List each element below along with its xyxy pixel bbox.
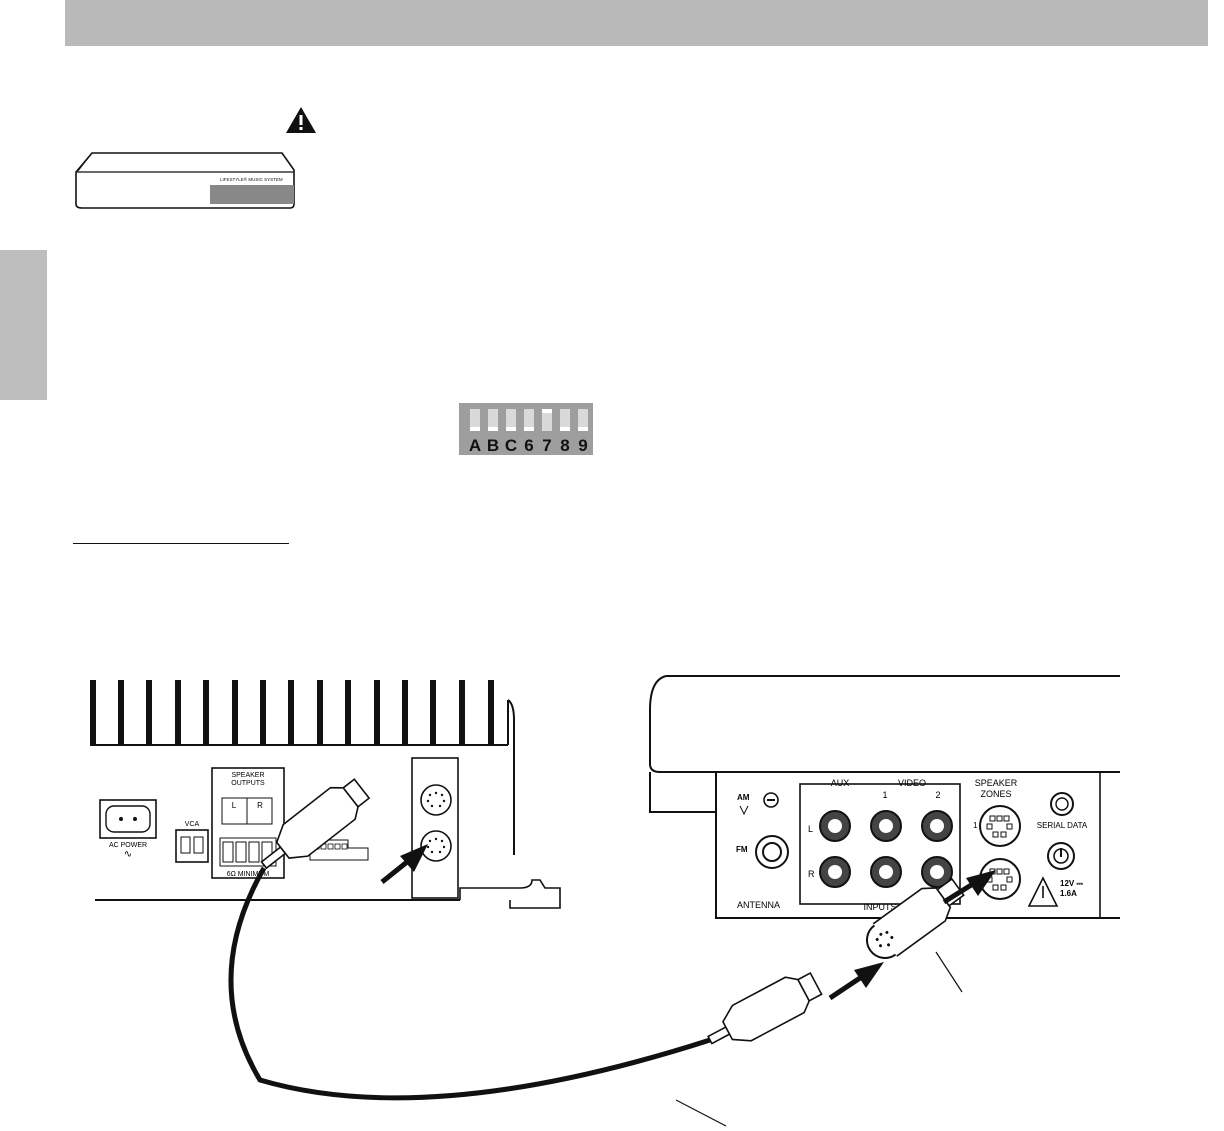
svg-text:2: 2 bbox=[935, 790, 940, 800]
dip-switch-label: 9 bbox=[578, 436, 588, 455]
section-header-bar bbox=[65, 0, 1208, 46]
amplifier-heatsink bbox=[90, 680, 494, 745]
warning-triangle-icon bbox=[286, 107, 316, 133]
svg-text:R: R bbox=[257, 801, 263, 810]
dip-switch-label: C bbox=[504, 436, 518, 455]
right-cable-plug bbox=[707, 971, 823, 1045]
dip-switch-9 bbox=[578, 409, 588, 431]
dip-switch-B bbox=[488, 409, 498, 431]
connection-arrows bbox=[380, 844, 996, 1001]
dip-switch-label: 6 bbox=[524, 436, 534, 455]
side-tab-marker bbox=[0, 250, 47, 400]
svg-text:L: L bbox=[232, 801, 237, 810]
dip-switch-8 bbox=[560, 409, 570, 431]
antenna-label: ANTENNA bbox=[737, 900, 780, 910]
power-label: 12V ⎓ bbox=[1060, 879, 1083, 888]
dip-switch-label: 7 bbox=[542, 436, 552, 455]
svg-text:ZONES: ZONES bbox=[980, 789, 1011, 799]
speaker-zones-label: SPEAKER bbox=[975, 778, 1018, 788]
rca-jacks bbox=[819, 810, 953, 888]
dip-switch-A bbox=[470, 409, 480, 431]
adapter-callout-line bbox=[935, 951, 963, 993]
svg-text:L: L bbox=[808, 824, 813, 834]
svg-text:OUTPUTS: OUTPUTS bbox=[231, 780, 265, 787]
dip-switch-label: 8 bbox=[560, 436, 570, 455]
svg-text:1.6A: 1.6A bbox=[1060, 889, 1077, 898]
vca-label: VCA bbox=[185, 821, 200, 828]
aux-label: AUX bbox=[831, 778, 850, 788]
connection-diagram: AC POWER ∿ VCA SPEAKER OUTPUTS L R 6Ω MI… bbox=[90, 675, 1120, 1127]
dip-switch-label: A bbox=[468, 436, 482, 455]
music-system-illustration: LIFESTYLE® MUSIC SYSTEM bbox=[75, 152, 295, 209]
inputs-label: INPUTS bbox=[863, 902, 896, 912]
left-cable-plug bbox=[260, 778, 371, 870]
section-underline bbox=[73, 543, 289, 544]
svg-text:1: 1 bbox=[973, 821, 978, 830]
ac-symbol-icon: ∿ bbox=[124, 849, 132, 860]
dip-switch-C bbox=[506, 409, 516, 431]
dip-switch-label: B bbox=[486, 436, 500, 455]
serial-data-label: SERIAL DATA bbox=[1037, 821, 1088, 830]
video-label: VIDEO bbox=[898, 778, 926, 788]
svg-text:1: 1 bbox=[882, 790, 887, 800]
ac-power-label: AC POWER bbox=[109, 842, 147, 849]
am-label: AM bbox=[737, 793, 750, 802]
minimum-label: 6Ω MINIMUM bbox=[227, 871, 270, 878]
svg-text:R: R bbox=[808, 869, 815, 879]
dip-switch-6 bbox=[524, 409, 534, 431]
caution-triangle-icon bbox=[1027, 876, 1059, 907]
speaker-outputs-label: SPEAKER bbox=[231, 772, 264, 779]
cable-adapter bbox=[866, 877, 965, 959]
interconnect-cable bbox=[228, 866, 711, 1101]
product-label: LIFESTYLE® MUSIC SYSTEM bbox=[220, 176, 283, 182]
fm-label: FM bbox=[736, 845, 748, 854]
cable-callout-line bbox=[675, 1099, 727, 1127]
dip-switch-7 bbox=[542, 409, 552, 431]
